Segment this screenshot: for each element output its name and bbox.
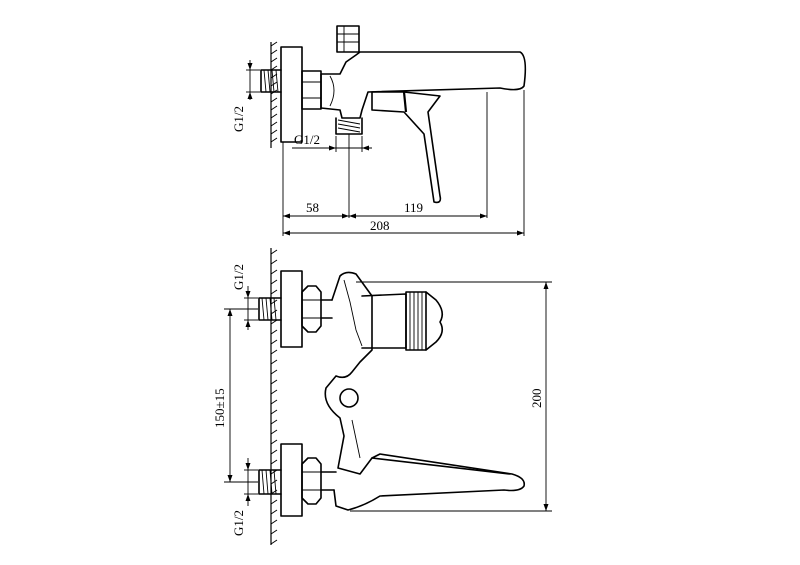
front-flange-bottom xyxy=(280,443,303,517)
front-diverter-hole xyxy=(339,388,359,408)
dim-119-label: 119 xyxy=(404,200,423,215)
front-view: G1/2 150±15 G1/2 200 xyxy=(212,248,552,545)
side-inlet-thread xyxy=(260,69,282,93)
front-spacing-dimension: 150±15 xyxy=(212,308,258,483)
front-inlet-thread-top xyxy=(258,297,282,321)
front-height-label: 200 xyxy=(529,389,544,409)
side-diverter-knob xyxy=(336,25,360,53)
front-cartridge xyxy=(361,291,444,351)
side-flange xyxy=(280,46,303,143)
front-hex-nut-bottom xyxy=(301,457,322,505)
side-outlet-thread xyxy=(335,117,363,135)
dim-58-label: 58 xyxy=(306,200,319,215)
side-wall xyxy=(270,41,278,148)
side-inlet-dimension: G1/2 xyxy=(231,60,260,132)
front-hex-nut-top xyxy=(301,285,322,333)
side-overall-dimension: 208 xyxy=(283,218,524,236)
front-height-dimension: 200 xyxy=(350,281,552,512)
dim-208-label: 208 xyxy=(370,218,390,233)
front-valve-body xyxy=(324,271,526,511)
side-hex-nut xyxy=(301,70,322,110)
side-depth-dimensions: 58 119 xyxy=(283,200,487,219)
front-spout xyxy=(371,457,511,475)
front-thread-top-dimension: G1/2 xyxy=(231,264,258,330)
side-valve-body xyxy=(320,51,527,119)
side-view: G1/2 G1/2 58 119 208 xyxy=(231,25,527,236)
front-inlet-thread-bottom xyxy=(258,469,282,495)
front-thread-top-label: G1/2 xyxy=(231,264,246,290)
side-lever xyxy=(371,91,442,204)
front-spacing-label: 150±15 xyxy=(212,388,227,428)
side-outlet-thread-label: G1/2 xyxy=(294,132,320,147)
front-thread-bottom-label: G1/2 xyxy=(231,510,246,536)
front-wall xyxy=(270,248,278,545)
side-inlet-thread-label: G1/2 xyxy=(231,106,246,132)
front-flange-top xyxy=(280,270,303,348)
side-outlet-dimension: G1/2 xyxy=(292,132,372,152)
front-thread-bottom-dimension: G1/2 xyxy=(231,458,258,536)
